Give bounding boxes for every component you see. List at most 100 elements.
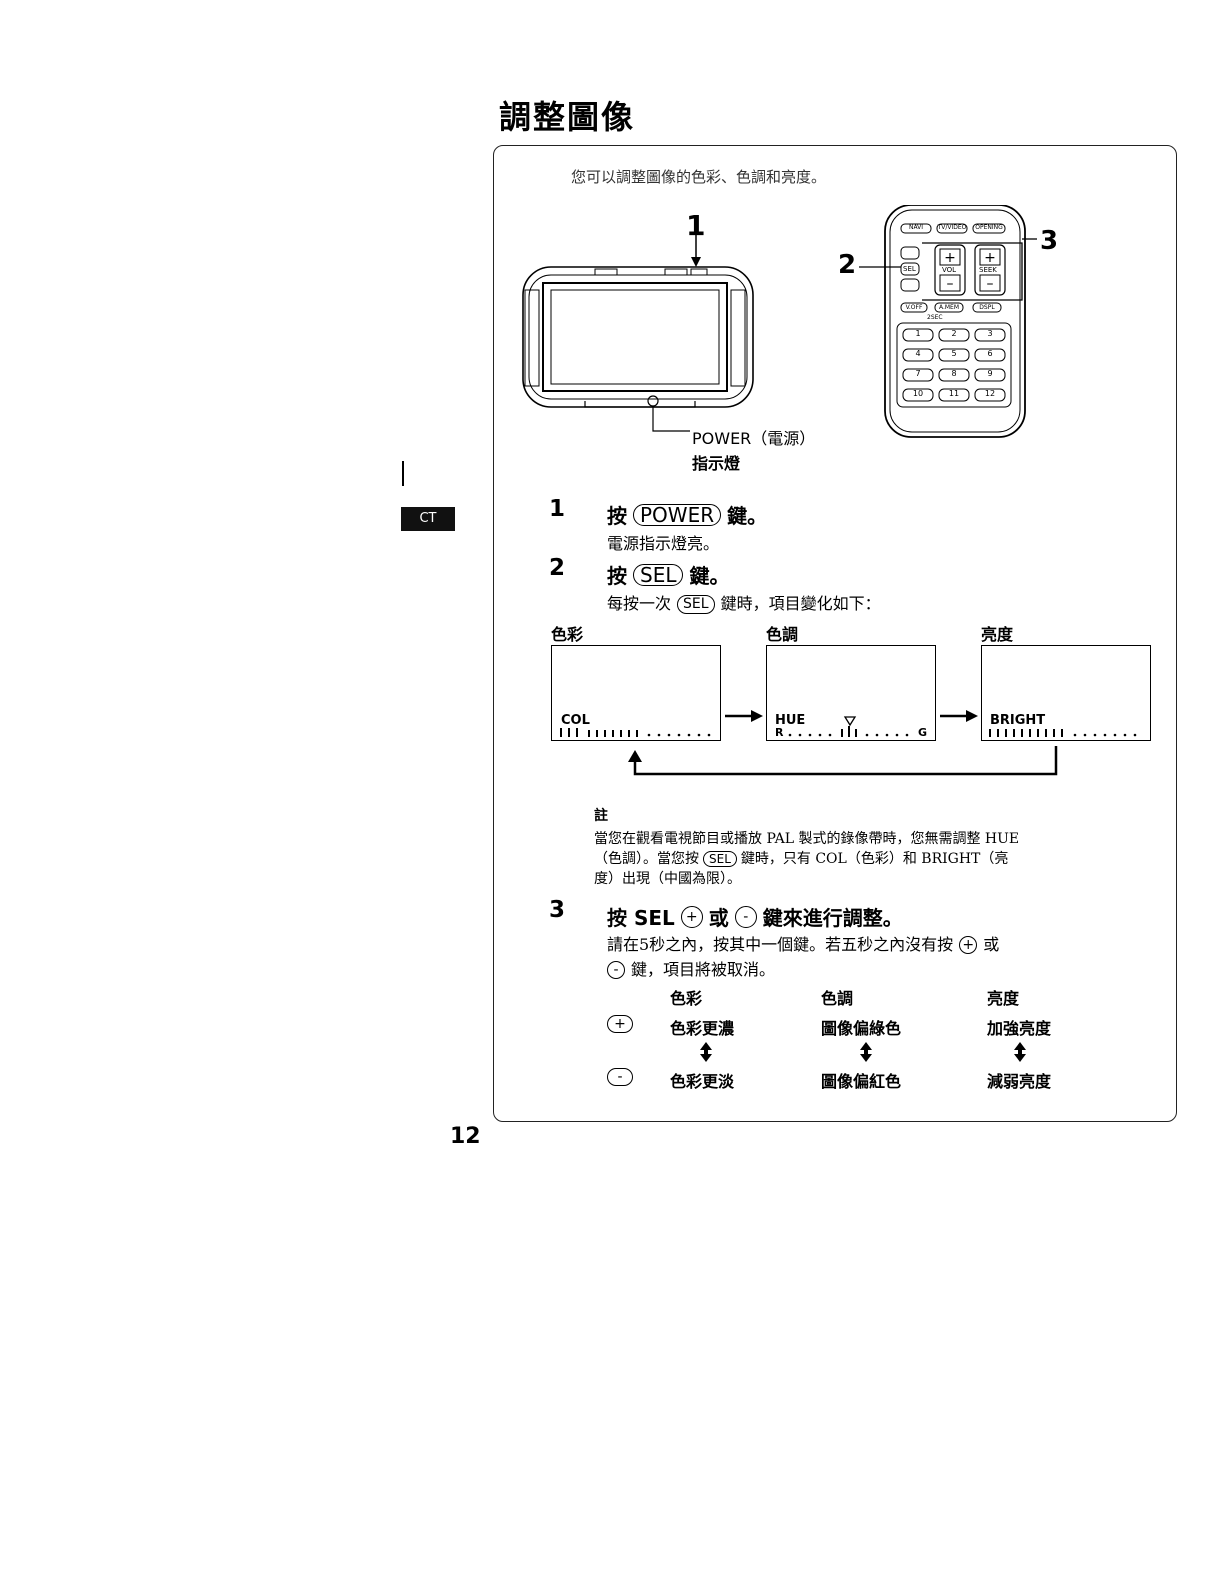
screen-heading-hue: 色調: [766, 625, 799, 644]
note-line-2-pre: （色調）。當您按: [594, 851, 699, 867]
screen-hue: [766, 645, 936, 741]
note-line-3: 度）出現（中國為限）。: [594, 871, 741, 887]
screens-graphics: [560, 710, 1137, 776]
table-minus-hue: 圖像偏紅色: [821, 1072, 902, 1091]
minus-key-inline: -: [607, 961, 625, 979]
table-minus-symbol: -: [607, 1068, 633, 1086]
step-3-or: 或: [708, 906, 729, 930]
remote-numpad: 1 2 3 4 5 6 7 8 9 10 11 12: [903, 328, 1011, 399]
table-plus-bright: 加強亮度: [987, 1019, 1052, 1038]
table-plus-hue: 圖像偏綠色: [821, 1019, 902, 1038]
step-2-prefix: 按: [607, 564, 627, 588]
remote-control-drawing: + – + –: [859, 205, 1037, 438]
callout-2: 2: [838, 250, 857, 280]
step-2-title: 按 SEL 鍵。: [607, 560, 729, 589]
callout-1: 1: [686, 209, 706, 242]
note-heading: 註: [594, 808, 608, 824]
step-3-desc-post: 鍵，項目將被取消。: [631, 960, 776, 979]
table-plus-symbol: +: [607, 1015, 633, 1033]
step-1-suffix: 鍵。: [727, 504, 768, 528]
num-key-1: 1: [915, 329, 921, 338]
col-label: COL: [561, 713, 590, 728]
screen-heading-color: 色彩: [551, 625, 584, 644]
remote-button-voff: V.OFF: [905, 304, 923, 311]
bright-label: BRIGHT: [990, 713, 1046, 728]
step-3-title: 按 SEL + 或 - 鍵來進行調整。: [607, 902, 903, 931]
screen-bright: [981, 645, 1151, 741]
step-3-desc-pre: 請在5秒之內，按其中一個鍵。若五秒之內沒有按: [607, 935, 954, 954]
num-key-5: 5: [951, 349, 957, 358]
table-header-bright: 亮度: [987, 989, 1020, 1008]
hue-scale-right: G: [918, 726, 928, 739]
remote-vol-label: VOL: [942, 266, 957, 274]
table-minus-bright: 減弱亮度: [987, 1072, 1052, 1091]
portable-tv-drawing: [522, 227, 754, 432]
remote-seek-label: SEEK: [979, 266, 997, 274]
col-level-bar: [560, 728, 638, 737]
table-minus-color: 色彩更淡: [670, 1072, 735, 1091]
content-frame: [493, 145, 1177, 1122]
table-header-hue: 色調: [821, 989, 854, 1008]
step-3-number: 3: [549, 897, 566, 923]
step-3-desc-or: 或: [983, 935, 1000, 954]
step-3-desc-line-2: - 鍵，項目將被取消。: [607, 958, 775, 982]
step-2-number: 2: [549, 555, 566, 581]
remote-sel-label: SEL: [903, 265, 916, 273]
note-line-1: 當您在觀看電視節目或播放 PAL 製式的錄像帶時，您無需調整 HUE: [594, 831, 1020, 847]
num-key-4: 4: [915, 349, 921, 358]
num-key-7: 7: [915, 369, 921, 378]
table-header-color: 色彩: [670, 989, 703, 1008]
step-1-number: 1: [549, 496, 566, 522]
step-3-desc-line-1: 請在5秒之內，按其中一個鍵。若五秒之內沒有按 + 或: [607, 933, 999, 957]
plus-key: +: [680, 905, 703, 928]
indicator-label: 指示燈: [692, 454, 741, 473]
note-line-2: （色調）。當您按 SEL 鍵時，只有 COL（色彩）和 BRIGHT（亮: [594, 850, 1008, 868]
power-key: POWER: [633, 503, 722, 526]
sel-key: SEL: [633, 563, 684, 586]
remote-2sec-label: 2SEC: [927, 314, 943, 321]
table-updown-arrows: [700, 1042, 1026, 1062]
side-rule: [402, 461, 404, 486]
remote-button-navi: NAVI: [908, 224, 924, 231]
num-key-2: 2: [951, 329, 957, 338]
language-tab: CT: [401, 507, 455, 531]
sel-key-inline: SEL: [677, 594, 715, 614]
power-label: POWER（電源）: [692, 429, 816, 448]
svg-text:–: –: [947, 276, 954, 292]
device-illustration: + – + –: [522, 205, 1037, 438]
num-key-6: 6: [987, 349, 993, 358]
step-2-desc-post: 鍵時，項目變化如下：: [720, 594, 881, 613]
hue-scale-left: R: [775, 726, 784, 739]
remote-button-amem: A.MEM: [938, 304, 960, 311]
num-key-9: 9: [987, 369, 993, 378]
num-key-11: 11: [948, 389, 960, 398]
svg-text:+: +: [944, 250, 956, 266]
minus-key: -: [734, 905, 757, 928]
page-number: 12: [450, 1124, 481, 1149]
sel-key-note: SEL: [703, 851, 737, 867]
table-plus-color: 色彩更濃: [670, 1019, 735, 1038]
num-key-8: 8: [951, 369, 957, 378]
step-1-prefix: 按: [607, 504, 627, 528]
remote-button-tvvideo: TV/VIDEO: [937, 224, 967, 231]
step-2-desc: 每按一次 SEL 鍵時，項目變化如下：: [607, 592, 881, 616]
step-1-desc: 電源指示燈亮。: [607, 534, 720, 553]
step-2-desc-pre: 每按一次: [607, 594, 672, 613]
remote-button-dspl: DSPL: [979, 304, 995, 311]
svg-text:–: –: [987, 276, 994, 292]
step-3-title-pre: 按 SEL: [607, 906, 675, 930]
step-3-title-post: 鍵來進行調整。: [762, 906, 903, 930]
callout-3: 3: [1040, 226, 1059, 256]
screen-color: [551, 645, 721, 741]
num-key-12: 12: [984, 389, 996, 398]
hue-label: HUE: [775, 713, 806, 728]
num-key-3: 3: [987, 329, 993, 338]
intro-text: 您可以調整圖像的色彩、色調和亮度。: [571, 168, 827, 186]
screen-heading-bright: 亮度: [981, 625, 1014, 644]
page-title: 調整圖像: [499, 98, 636, 136]
step-1-title: 按 POWER 鍵。: [607, 500, 767, 529]
step-2-suffix: 鍵。: [689, 564, 730, 588]
note-line-2-post: 鍵時，只有 COL（色彩）和 BRIGHT（亮: [740, 851, 1009, 867]
plus-key-inline: +: [959, 936, 978, 954]
remote-button-opening: OPENING: [975, 224, 1003, 231]
